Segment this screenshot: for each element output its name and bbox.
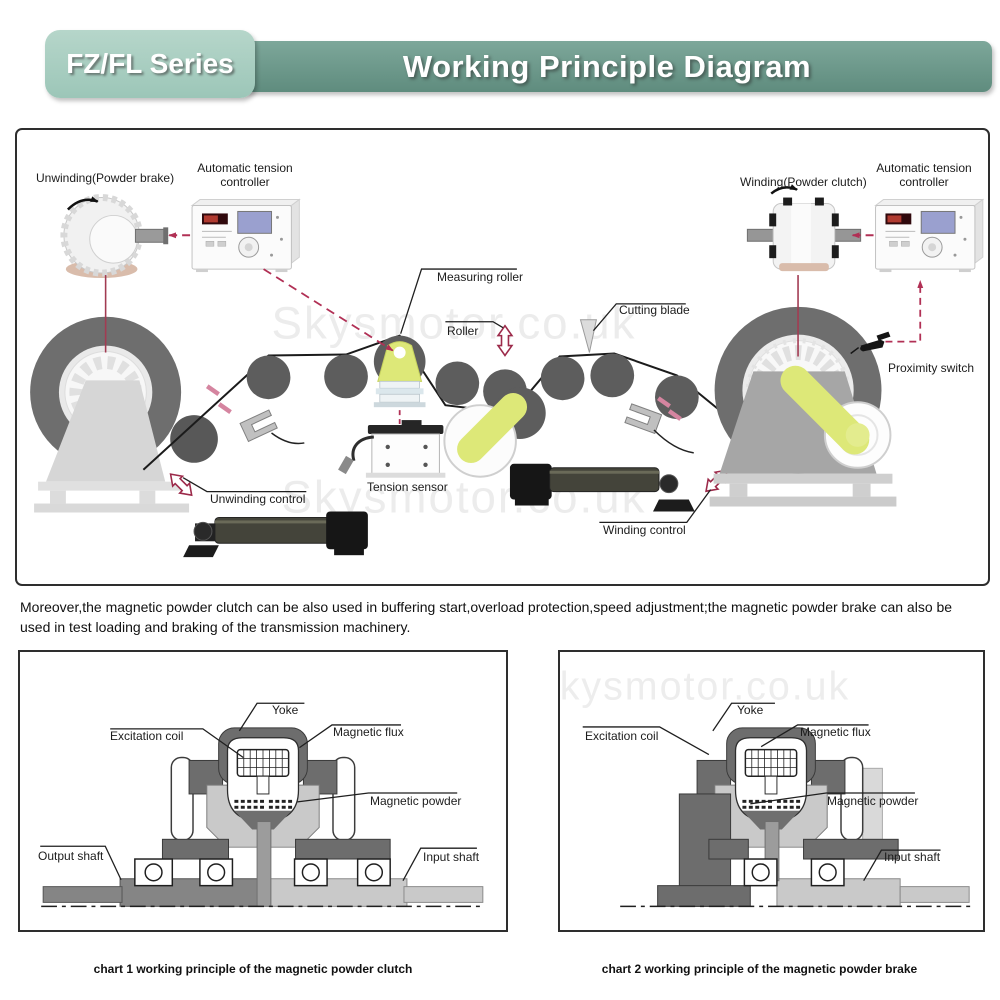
cutting-blade-shape <box>579 319 597 353</box>
rotation-arrow-icon <box>66 196 99 211</box>
leader-lines <box>182 268 712 524</box>
label-input-shaft-1: Input shaft <box>423 850 480 864</box>
label-tension-controller-left: Automatic tension controller <box>197 161 293 189</box>
clutch-cross-section <box>40 702 485 908</box>
label-unwinding-control: Unwinding control <box>210 492 306 506</box>
chart1-caption: chart 1 working principle of the magneti… <box>93 962 413 976</box>
tension-sensor-device <box>338 410 446 478</box>
machine-illustration: Skysmotor.co.uk Skysmotor.co.uk <box>30 184 985 558</box>
label-measuring-roller: Measuring roller <box>437 270 524 284</box>
label-magnetic-flux-2: Magnetic flux <box>800 725 871 739</box>
watermark-text: Skysmotor.co.uk <box>272 298 637 349</box>
label-tension-sensor: Tension sensor <box>367 480 448 494</box>
label-tension-controller-right: Automatic tension controller <box>876 161 972 189</box>
label-cutting-blade: Cutting blade <box>619 303 690 317</box>
proximity-switch-device <box>850 331 891 355</box>
page-title: Working Principle Diagram <box>402 48 812 84</box>
description-paragraph: Moreover,the magnetic powder clutch can … <box>20 599 953 636</box>
label-output-shaft-1: Output shaft <box>38 849 104 863</box>
brake-cross-section: Skysmotor.co.uk <box>560 664 971 908</box>
brake-cross-section-panel: Skysmotor.co.uk <box>558 650 985 932</box>
clutch-cross-section-panel <box>18 650 508 932</box>
measuring-roller-mount <box>373 341 426 408</box>
label-input-shaft-2: Input shaft <box>884 850 941 864</box>
chart2-caption: chart 2 working principle of the magneti… <box>601 962 918 976</box>
bearings <box>743 858 845 887</box>
guide-roller <box>170 415 218 463</box>
powder-brake-unit <box>60 194 169 279</box>
label-excitation-coil-1: Excitation coil <box>110 729 184 743</box>
series-badge: FZ/FL Series <box>45 30 255 98</box>
bearings <box>134 858 391 887</box>
label-magnetic-powder-2: Magnetic powder <box>827 794 919 808</box>
header-title-bar: Working Principle Diagram <box>222 41 992 92</box>
winder-motor-and-arm <box>780 365 892 469</box>
unwinding-control-actuator <box>183 511 368 558</box>
label-proximity-switch: Proximity switch <box>888 361 975 375</box>
unwind-stand <box>34 380 190 513</box>
tension-controller-right-device <box>874 198 985 273</box>
label-magnetic-powder-1: Magnetic powder <box>370 794 462 808</box>
label-excitation-coil-2: Excitation coil <box>585 729 659 743</box>
working-principle-panel: Skysmotor.co.uk Skysmotor.co.uk <box>15 128 990 586</box>
controller-feedback-line <box>263 268 394 352</box>
label-roller: Roller <box>447 324 479 338</box>
label-winding: Winding(Powder clutch) <box>740 175 867 189</box>
label-unwinding: Unwinding(Powder brake) <box>36 171 175 185</box>
series-badge-label: FZ/FL Series <box>66 48 234 79</box>
leader-lines <box>582 702 941 882</box>
powder-clutch-unit <box>746 184 862 272</box>
tension-controller-left-device <box>190 198 301 273</box>
leader-lines <box>40 702 477 882</box>
label-winding-control: Winding control <box>603 523 686 537</box>
label-yoke-1: Yoke <box>272 703 299 717</box>
watermark-text: Skysmotor.co.uk <box>560 664 850 708</box>
edge-sensor-right <box>624 396 694 454</box>
dancer-roller <box>443 387 546 478</box>
rotation-arrow-icon <box>770 184 798 195</box>
label-yoke-2: Yoke <box>737 703 764 717</box>
winding-control-actuator <box>509 463 695 512</box>
edge-sensor-left <box>205 384 305 445</box>
magnetic-powder-dots <box>234 799 293 809</box>
label-magnetic-flux-1: Magnetic flux <box>333 725 404 739</box>
proximity-feedback-line <box>885 280 924 343</box>
